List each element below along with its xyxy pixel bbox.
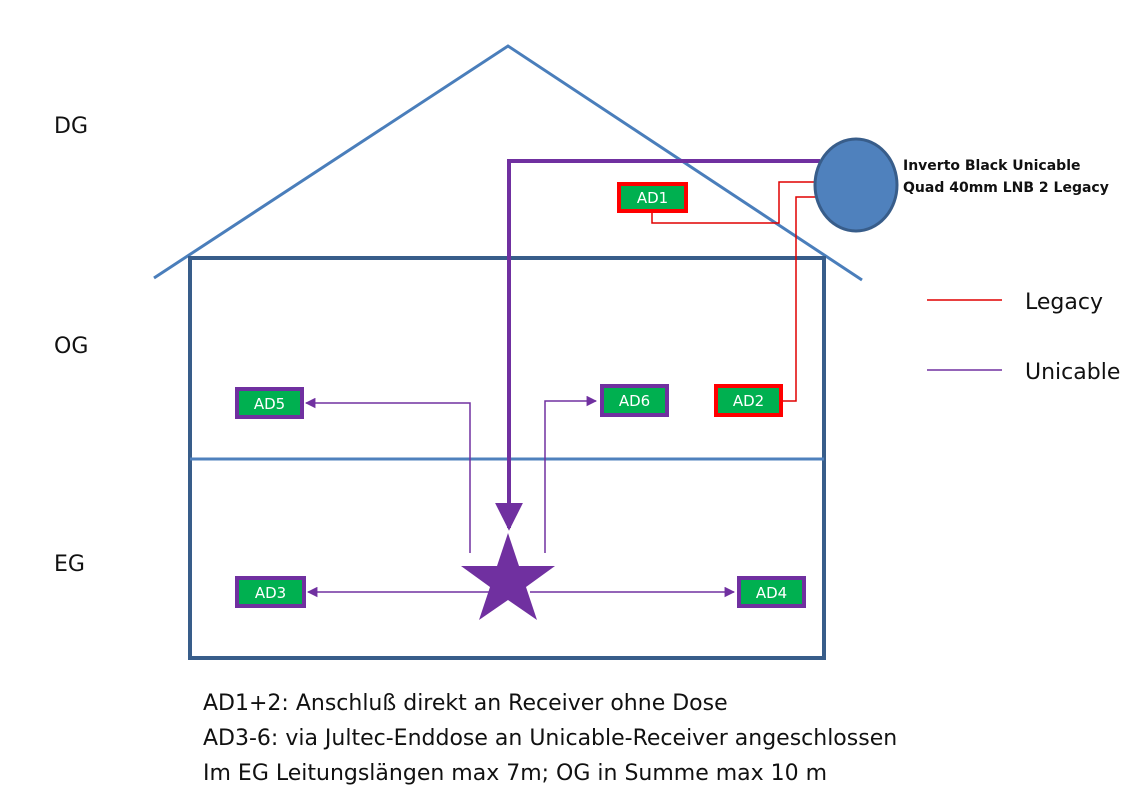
unicable-cable-ad6 xyxy=(544,395,598,553)
outlet-ad5-label: AD5 xyxy=(254,395,285,413)
outlet-ad2: AD2 xyxy=(714,384,783,417)
legacy-cable-ad2 xyxy=(781,196,820,402)
note-line-3: Im EG Leitungslängen max 7m; OG in Summe… xyxy=(203,761,827,786)
floor-label-eg: EG xyxy=(54,552,85,577)
floor-label-dg: DG xyxy=(54,114,88,139)
outlet-ad4: AD4 xyxy=(737,576,806,608)
roof-outline xyxy=(153,44,863,282)
floor-label-og: OG xyxy=(54,334,88,359)
outlet-ad3: AD3 xyxy=(235,576,306,608)
unicable-trunk-cable xyxy=(495,159,820,531)
note-line-1: AD1+2: Anschluß direkt an Receiver ohne … xyxy=(203,691,728,716)
outlet-ad6-label: AD6 xyxy=(619,392,650,410)
legend-legacy-label: Legacy xyxy=(1025,290,1103,315)
note-line-2: AD3-6: via Jultec-Enddose an Unicable-Re… xyxy=(203,726,897,751)
lnb-dish xyxy=(813,137,899,233)
outlet-ad3-label: AD3 xyxy=(255,584,286,602)
notes: AD1+2: Anschluß direkt an Receiver ohne … xyxy=(203,691,897,786)
legend: Legacy Unicable xyxy=(927,290,1120,385)
legend-unicable-label: Unicable xyxy=(1025,360,1120,385)
distribution-hub-star-icon xyxy=(461,533,555,620)
outlet-ad2-label: AD2 xyxy=(733,392,764,410)
outlet-ad1: AD1 xyxy=(617,182,688,213)
lnb-label-line2: Quad 40mm LNB 2 Legacy xyxy=(903,180,1109,196)
unicable-cable-ad5 xyxy=(304,397,471,553)
outlet-ad4-label: AD4 xyxy=(756,584,787,602)
outlet-ad6: AD6 xyxy=(600,384,669,417)
outlet-ad5: AD5 xyxy=(235,387,304,419)
legacy-cable-ad1 xyxy=(651,181,818,224)
outlet-ad1-label: AD1 xyxy=(637,189,668,207)
lnb-label-line1: Inverto Black Unicable xyxy=(903,158,1080,174)
